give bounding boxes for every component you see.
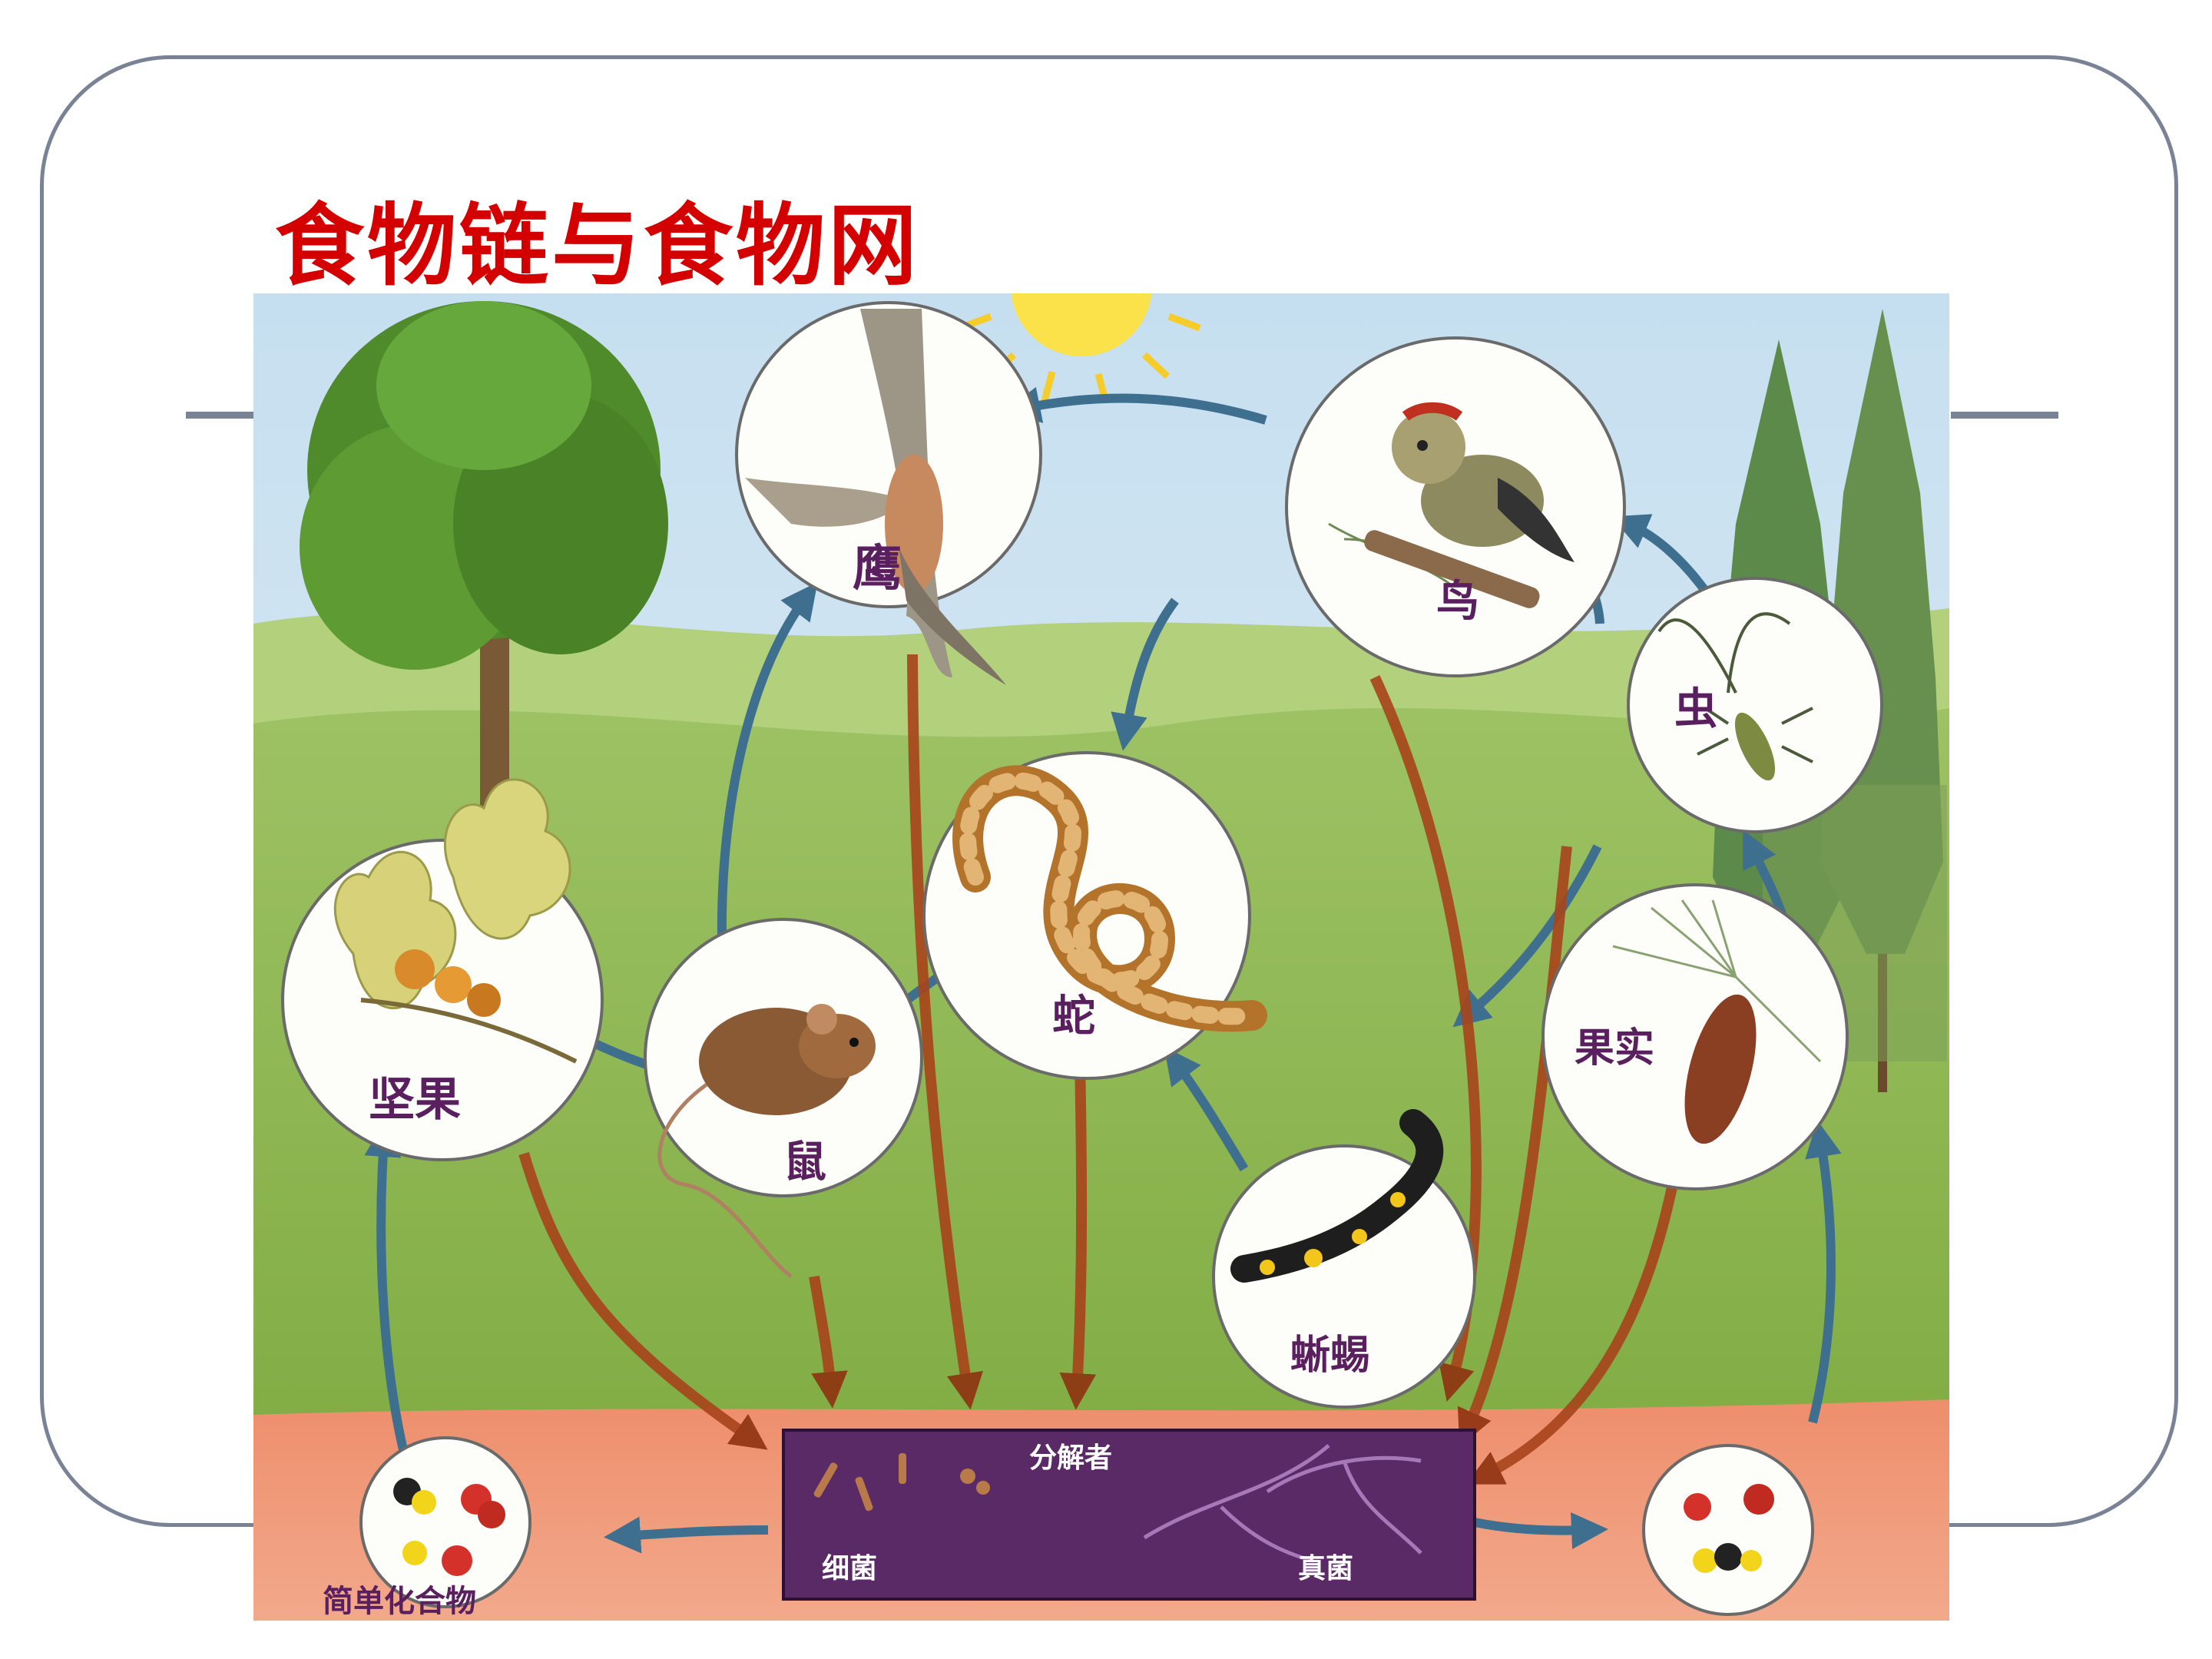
- hawk-label: 鹰: [853, 541, 902, 598]
- fruit-icon: [1612, 899, 1822, 1144]
- insect-icon: [1657, 612, 1813, 781]
- fungi-label: 真菌: [1298, 1553, 1353, 1584]
- fruit-label: 果实: [1575, 1025, 1654, 1071]
- mouse-label: 鼠: [783, 1137, 826, 1187]
- food-web-illustration: 鹰 鸟 虫: [253, 293, 1949, 1621]
- simple-compounds-label: 简单化合物: [323, 1584, 476, 1619]
- compound-circle-right: [1642, 1444, 1814, 1616]
- bacteria-label: 细菌: [822, 1553, 877, 1584]
- title-rule-right: [1951, 412, 2058, 419]
- snake-icon: [952, 765, 1267, 1032]
- bacteria-cells: [813, 1453, 990, 1512]
- bird-icon: [1328, 402, 1575, 608]
- lizard-icon: [1230, 1109, 1444, 1283]
- decay-arrows: [518, 654, 1681, 1485]
- decomposer-title: 分解者: [1029, 1442, 1112, 1474]
- insect-circle: 虫: [1627, 577, 1883, 833]
- decomposer-box: 分解者 细菌 真菌: [782, 1429, 1476, 1601]
- compound-circle-left: [359, 1436, 531, 1608]
- insect-label: 虫: [1674, 684, 1717, 734]
- nuts-label: 坚果: [369, 1073, 461, 1127]
- hawk-icon: [745, 309, 1006, 685]
- fungi-hyphae: [1143, 1444, 1422, 1563]
- lizard-label: 蜥蜴: [1290, 1333, 1370, 1379]
- nuts-circle: 坚果: [281, 778, 604, 1161]
- snake-label: 蛇: [1052, 992, 1095, 1041]
- mouse-circle: 鼠: [644, 918, 923, 1278]
- fruit-circle: 果实: [1541, 883, 1849, 1190]
- bird-circle: 鸟: [1285, 336, 1626, 677]
- title-rule-left: [186, 412, 260, 419]
- page-title: 食物链与食物网: [275, 194, 920, 298]
- compound-icon: [393, 1478, 505, 1576]
- snake-circle: 蛇: [922, 751, 1267, 1080]
- bird-label: 鸟: [1436, 577, 1479, 627]
- nut-icon: [333, 778, 578, 1064]
- hawk-circle: 鹰: [735, 301, 1042, 685]
- lizard-circle: 蜥蜴: [1212, 1109, 1476, 1409]
- mouse-icon: [657, 1004, 876, 1278]
- oak-tree: [300, 301, 668, 923]
- compound-icon: [1684, 1484, 1774, 1573]
